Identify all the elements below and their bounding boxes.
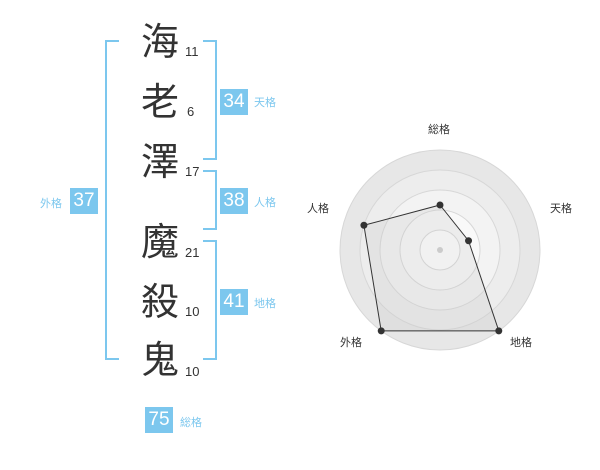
gaikaku-bracket	[105, 40, 119, 360]
stroke-count-4: 21	[185, 245, 200, 260]
tenkaku-value-badge: 34	[220, 89, 248, 115]
stroke-count-1: 11	[185, 44, 199, 59]
name-char-1: 海	[140, 20, 179, 64]
jinkaku-value-badge: 38	[220, 188, 248, 214]
gaikaku-label: 外格	[40, 197, 62, 210]
radar-axis-label-jinkaku: 人格	[307, 202, 329, 215]
radar-point-1	[436, 201, 444, 209]
jinkaku-label: 人格	[254, 196, 276, 209]
tenkaku-label: 天格	[254, 96, 276, 109]
radar-data-polygon	[363, 204, 500, 332]
radar-center-dot	[437, 247, 443, 253]
radar-axis-label-soukaku: 総格	[428, 123, 450, 136]
stroke-count-3: 17	[185, 164, 200, 179]
radar-axis-label-tenkaku: 天格	[550, 202, 572, 215]
chikaku-value-badge: 41	[220, 289, 248, 315]
soukaku-value-badge: 75	[145, 407, 173, 433]
chikaku-label: 地格	[254, 297, 276, 310]
tenkaku-bracket	[203, 40, 217, 160]
jinkaku-bracket	[203, 170, 217, 230]
gaikaku-value-badge: 37	[70, 188, 98, 214]
name-char-6: 鬼	[140, 338, 179, 382]
soukaku-label: 総格	[180, 416, 202, 429]
radar-point-3	[495, 327, 503, 335]
name-char-3: 澤	[140, 140, 179, 184]
radar-point-4	[377, 327, 385, 335]
stroke-count-6: 10	[185, 364, 200, 379]
radar-axis-label-gaikaku: 外格	[340, 336, 362, 349]
name-char-2: 老	[140, 80, 179, 124]
name-char-5: 殺	[140, 280, 179, 324]
name-char-4: 魔	[140, 220, 179, 264]
radar-point-2	[465, 237, 473, 245]
radar-point-5	[360, 221, 368, 229]
chikaku-bracket	[203, 240, 217, 360]
stroke-count-5: 10	[185, 304, 200, 319]
stroke-count-2: 6	[187, 104, 195, 119]
radar-axis-label-chikaku: 地格	[510, 336, 532, 349]
